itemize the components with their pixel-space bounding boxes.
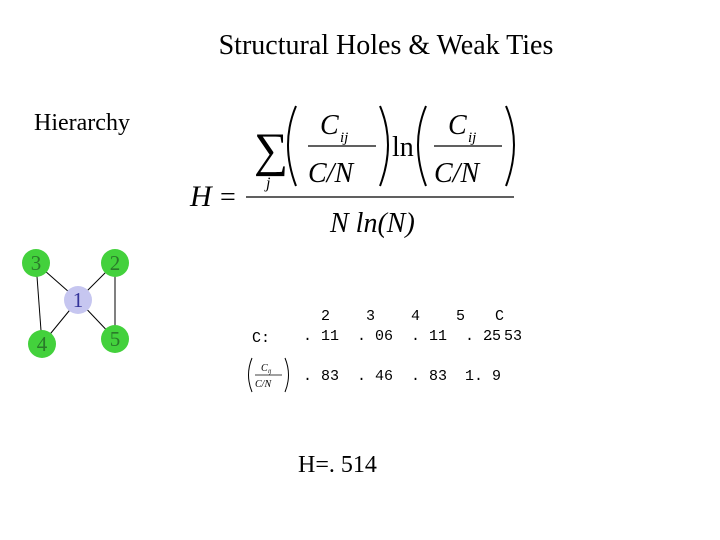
formula-sum: ∑: [254, 124, 288, 177]
left-paren-open: [287, 105, 297, 187]
mini-sub: ij: [268, 369, 272, 375]
graph-node-3: [22, 249, 50, 277]
slide-title: Structural Holes & Weak Ties: [218, 30, 554, 61]
constraint-values-row: . 11 . 06 . 11 . 25: [303, 328, 502, 345]
hierarchy-label: Hierarchy: [34, 110, 130, 136]
constraint-label: C:: [252, 330, 271, 347]
network-graph: 1 2 3 4 5: [22, 249, 129, 358]
formula-lhs: H: [189, 180, 214, 213]
left-cn: C/N: [308, 158, 354, 189]
formula-denominator: N ln(N): [329, 208, 415, 239]
ratio-values-row: . 83 . 46 . 83 1. 9: [303, 368, 502, 385]
right-paren-open: [417, 105, 427, 187]
graph-node-label-2: 2: [110, 251, 121, 275]
hierarchy-formula: H = ∑ j C ij C/N ln C ij C/N N ln(N): [189, 105, 515, 239]
graph-node-4: [28, 330, 56, 358]
graph-node-label-5: 5: [110, 327, 121, 351]
graph-nodes: 1 2 3 4 5: [22, 249, 129, 358]
left-c: C: [320, 110, 339, 141]
left-sub: ij: [340, 130, 348, 146]
h-result: H=. 514: [298, 452, 377, 478]
mini-cn: C/N: [255, 379, 272, 390]
right-sub: ij: [468, 130, 476, 146]
graph-node-1: [64, 286, 92, 314]
formula-sum-index: j: [264, 175, 271, 192]
right-c: C: [448, 110, 467, 141]
node-header-row: 2 3 4 5: [303, 308, 466, 325]
graph-node-label-4: 4: [37, 332, 48, 356]
right-paren-close: [505, 105, 515, 187]
formula-ln: ln: [392, 132, 414, 163]
graph-node-2: [101, 249, 129, 277]
ratio-mini-formula: C ij C/N: [248, 357, 289, 393]
graph-node-5: [101, 325, 129, 353]
mini-c: C: [261, 363, 268, 374]
right-cn: C/N: [434, 158, 480, 189]
total-constraint-value: . 53: [486, 328, 523, 345]
graph-node-label-3: 3: [31, 251, 42, 275]
formula-equals: =: [220, 182, 236, 213]
graph-node-label-1: 1: [73, 288, 84, 312]
left-paren-close: [379, 105, 389, 187]
total-constraint-header: C: [495, 308, 505, 325]
